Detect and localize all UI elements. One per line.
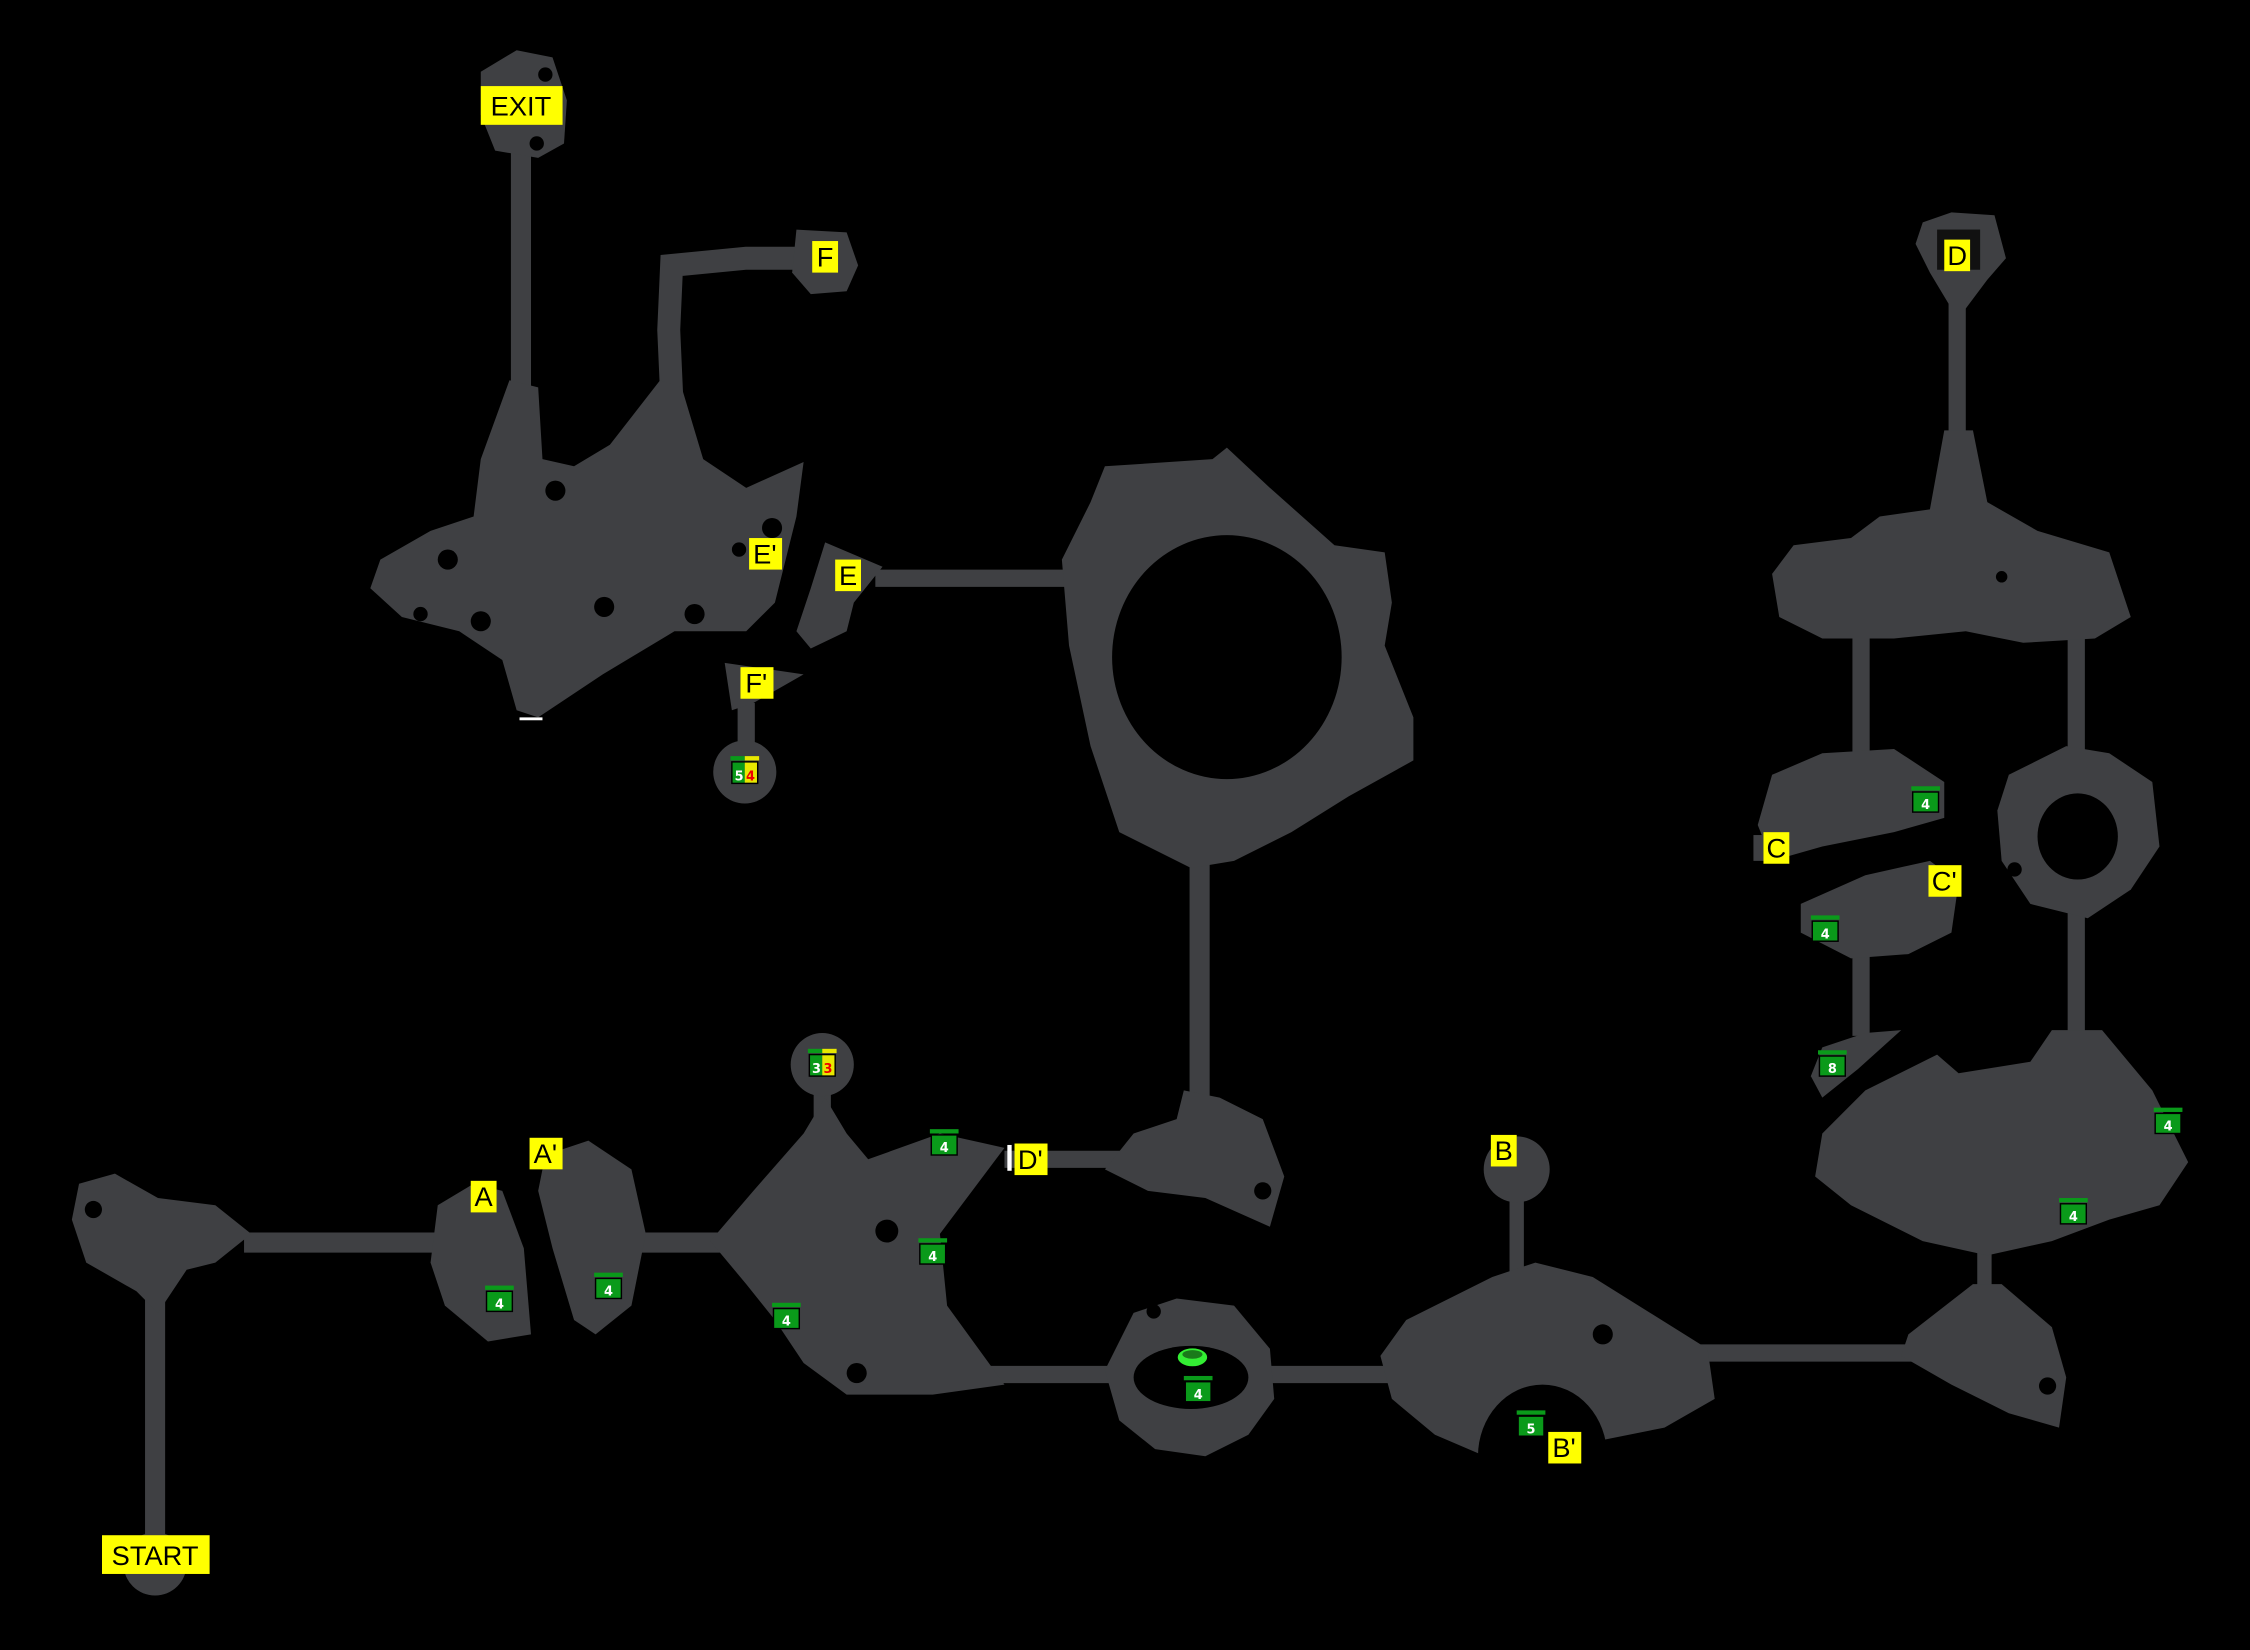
svg-text:4: 4 <box>782 1315 791 1330</box>
warp-label-e[interactable]: E <box>835 559 861 592</box>
svg-text:A': A' <box>534 1138 557 1169</box>
svg-text:F: F <box>817 241 834 272</box>
treasure-chest-icon[interactable]: 8 <box>1818 1050 1847 1077</box>
svg-text:F': F' <box>745 667 767 698</box>
treasure-chest-icon[interactable]: 4 <box>2153 1107 2183 1135</box>
svg-text:4: 4 <box>604 1285 613 1300</box>
treasure-chest-icon[interactable]: 4 <box>1911 786 1940 813</box>
warp-label-e-prime[interactable]: E' <box>749 538 783 570</box>
svg-text:4: 4 <box>940 1141 949 1156</box>
svg-text:5: 5 <box>735 770 744 785</box>
treasure-chest-icon[interactable]: 4 <box>594 1272 623 1300</box>
svg-text:3: 3 <box>824 1062 833 1077</box>
warp-label-c-prime[interactable]: C' <box>1928 865 1962 897</box>
svg-text:A: A <box>475 1181 494 1212</box>
warp-label-a-prime[interactable]: A' <box>529 1137 563 1170</box>
svg-text:B: B <box>1495 1135 1513 1166</box>
svg-text:4: 4 <box>2164 1120 2173 1135</box>
warp-label-f-prime[interactable]: F' <box>740 667 774 699</box>
svg-text:4: 4 <box>1194 1388 1203 1403</box>
svg-text:4: 4 <box>1921 798 1930 813</box>
svg-text:D: D <box>1947 240 1967 271</box>
svg-text:8: 8 <box>1828 1062 1837 1077</box>
treasure-chest-icon[interactable]: 4 <box>1183 1375 1213 1403</box>
treasure-chest-icon[interactable]: 4 <box>485 1285 514 1313</box>
svg-text:EXIT: EXIT <box>491 91 552 122</box>
treasure-chest-icon[interactable]: 5 <box>1516 1410 1546 1437</box>
treasure-chest-icon[interactable]: 4 <box>1810 915 1840 942</box>
warp-label-b[interactable]: B <box>1490 1134 1517 1167</box>
svg-text:4: 4 <box>1532 1378 1541 1393</box>
svg-text:E: E <box>839 560 857 591</box>
warp-label-d-prime[interactable]: D' <box>1007 1143 1048 1176</box>
treasure-chest-icon[interactable]: 4 <box>772 1302 801 1330</box>
svg-text:4: 4 <box>928 1250 937 1265</box>
svg-text:B': B' <box>1552 1432 1575 1463</box>
split-chest-icon[interactable]: 5 4 <box>730 756 760 785</box>
treasure-chest-icon[interactable]: 4 <box>918 1238 948 1265</box>
svg-text:C': C' <box>1932 865 1957 896</box>
warp-label-c[interactable]: C <box>1753 832 1790 864</box>
svg-text:3: 3 <box>812 1062 821 1077</box>
entry-marker <box>519 717 543 721</box>
warp-label-a[interactable]: A <box>470 1180 497 1213</box>
exit-label[interactable]: EXIT <box>480 86 563 125</box>
warp-label-d[interactable]: D <box>1937 229 1981 272</box>
svg-text:5: 5 <box>1527 1422 1536 1437</box>
svg-text:D': D' <box>1018 1144 1043 1175</box>
svg-text:START: START <box>112 1540 199 1571</box>
svg-text:4: 4 <box>495 1298 504 1313</box>
svg-text:4: 4 <box>1821 927 1830 942</box>
warp-label-f[interactable]: F <box>812 241 839 273</box>
warp-label-b-prime[interactable]: B' <box>1548 1431 1582 1464</box>
svg-text:E': E' <box>753 538 776 569</box>
pillars <box>84 67 2057 1395</box>
map-labels: EXIT START F E' E F' A' A D' B B' C C' D <box>102 86 1981 1574</box>
start-label[interactable]: START <box>102 1535 210 1574</box>
rooms <box>71 50 2189 1596</box>
svg-text:C: C <box>1767 832 1787 863</box>
treasure-chest-icon[interactable]: 4 <box>929 1129 959 1156</box>
svg-text:4: 4 <box>746 770 755 785</box>
split-chest-icon[interactable]: 3 3 <box>807 1048 837 1077</box>
chests: 4 4 4 4 4 4 4 5 4 8 4 4 4 5 4 3 3 <box>485 756 2183 1437</box>
treasure-chest-icon[interactable]: 4 <box>2059 1198 2088 1225</box>
warp-pad-icon[interactable] <box>1175 1346 1210 1369</box>
svg-text:4: 4 <box>2069 1210 2078 1225</box>
